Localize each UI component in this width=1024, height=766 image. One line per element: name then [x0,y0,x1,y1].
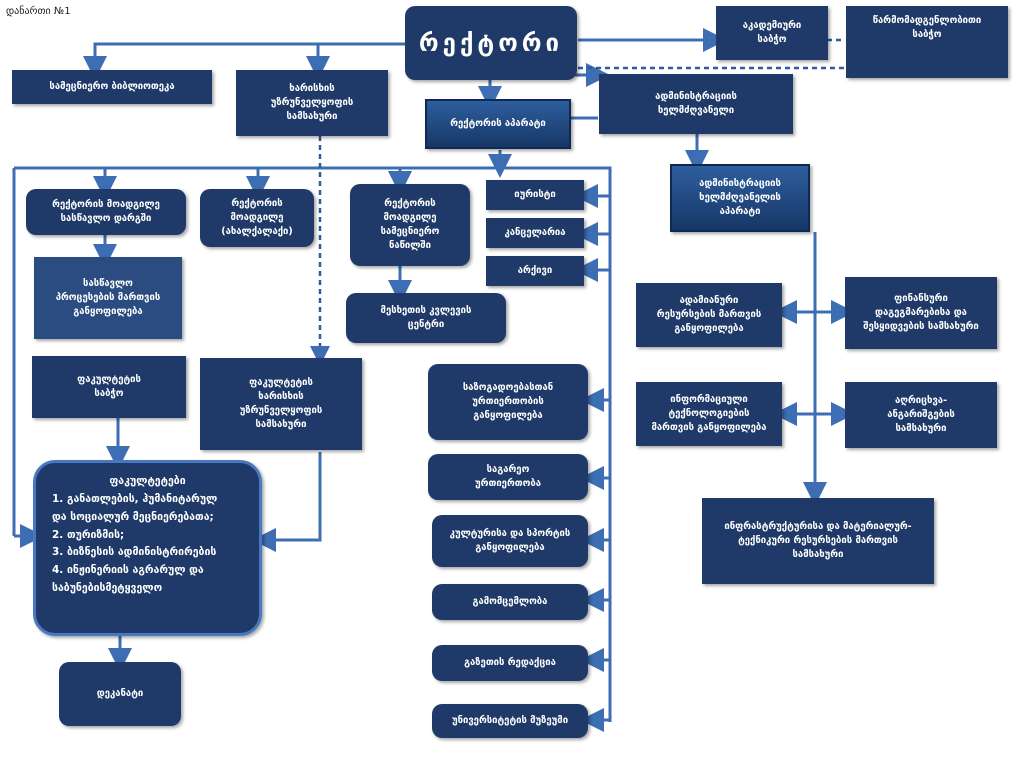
chancellery-box[interactable]: კანცელარია [486,218,584,248]
faculty-council-box[interactable]: ფაკულტეტის საბჭო [32,356,186,418]
faculty-item-3: 3. ბიზნესის ადმინისტრირების [52,546,217,559]
rector-apparatus-box[interactable]: რექტორის აპარატი [425,99,571,149]
it-box[interactable]: ინფორმაციული ტექნოლოგიების მართვის განყო… [636,382,782,446]
finance-box[interactable]: ფინანსური დაგეგმარებისა და შესყიდვების ს… [845,277,997,349]
museum-box[interactable]: უნივერსიტეტის მუზეუმი [432,704,588,738]
vice-rector-akhaltsikhe-box[interactable]: რექტორის მოადგილე (ახალქალაქი) [200,189,314,247]
hr-box[interactable]: ადამიანური რესურსების მართვის განყოფილებ… [636,283,782,347]
annex-label: დანართი №1 [6,6,71,17]
newspaper-box[interactable]: გაზეთის რედაქცია [432,645,588,681]
faculties-heading: ფაკულტეტები [109,475,186,487]
foreign-relations-box[interactable]: საგარეო ურთიერთობა [428,454,588,500]
rector-box[interactable]: რექტორი [405,6,577,80]
vice-rector-science-box[interactable]: რექტორის მოადგილე სამეცნიერო ნაწილში [350,184,470,266]
faculties-box[interactable]: ფაკულტეტები 1. განათლების, ჰუმანიტარულ დ… [33,460,262,636]
legal-box[interactable]: იურისტი [486,180,584,210]
academic-council-box[interactable]: აკადემიური საბჭო [716,6,828,60]
learning-process-box[interactable]: სასწავლო პროცესების მართვის განყოფილება [34,257,182,339]
faculty-item-4: 4. ინჟინერიის აგრარულ და საბუნებისმეტყვე… [52,564,204,595]
infrastructure-box[interactable]: ინფრასტრუქტურისა და მატერიალურ- ტექნიკურ… [702,498,934,584]
faculty-item-1: 1. განათლების, ჰუმანიტარულ და სოციალურ მ… [52,492,218,523]
dean-box[interactable]: დეკანატი [59,662,181,726]
faculty-item-2: 2. თურიზმის; [52,528,125,541]
publishing-box[interactable]: გამომცემლობა [432,584,588,620]
public-relations-box[interactable]: საზოგადოებასთან ურთიერთობის განყოფილება [428,364,588,440]
scientific-library-box[interactable]: სამეცნიერო ბიბლიოთეკა [12,70,212,104]
representative-council-box[interactable]: წარმომადგენლობითი საბჭო [846,6,1008,78]
faculty-quality-box[interactable]: ფაკულტეტის ხარისხის უზრუნველყოფის სამსახ… [200,358,362,450]
admin-head-box[interactable]: ადმინისტრაციის ხელმძღვანელი [599,74,793,134]
admin-head-apparatus-box[interactable]: ადმინისტრაციის ხელმძღვანელის აპარატი [670,164,810,232]
vice-rector-learning-box[interactable]: რექტორის მოადგილე სასწავლო დარგში [26,189,186,235]
research-center-box[interactable]: მესხეთის კვლევის ცენტრი [346,293,506,343]
culture-sport-box[interactable]: კულტურისა და სპორტის განყოფილება [432,515,588,567]
accounting-box[interactable]: აღრიცხვა- ანგარიშგების სამსახური [845,382,997,448]
quality-service-box[interactable]: ხარისხის უზრუნველყოფის სამსახური [236,70,388,136]
archive-box[interactable]: არქივი [486,256,584,286]
